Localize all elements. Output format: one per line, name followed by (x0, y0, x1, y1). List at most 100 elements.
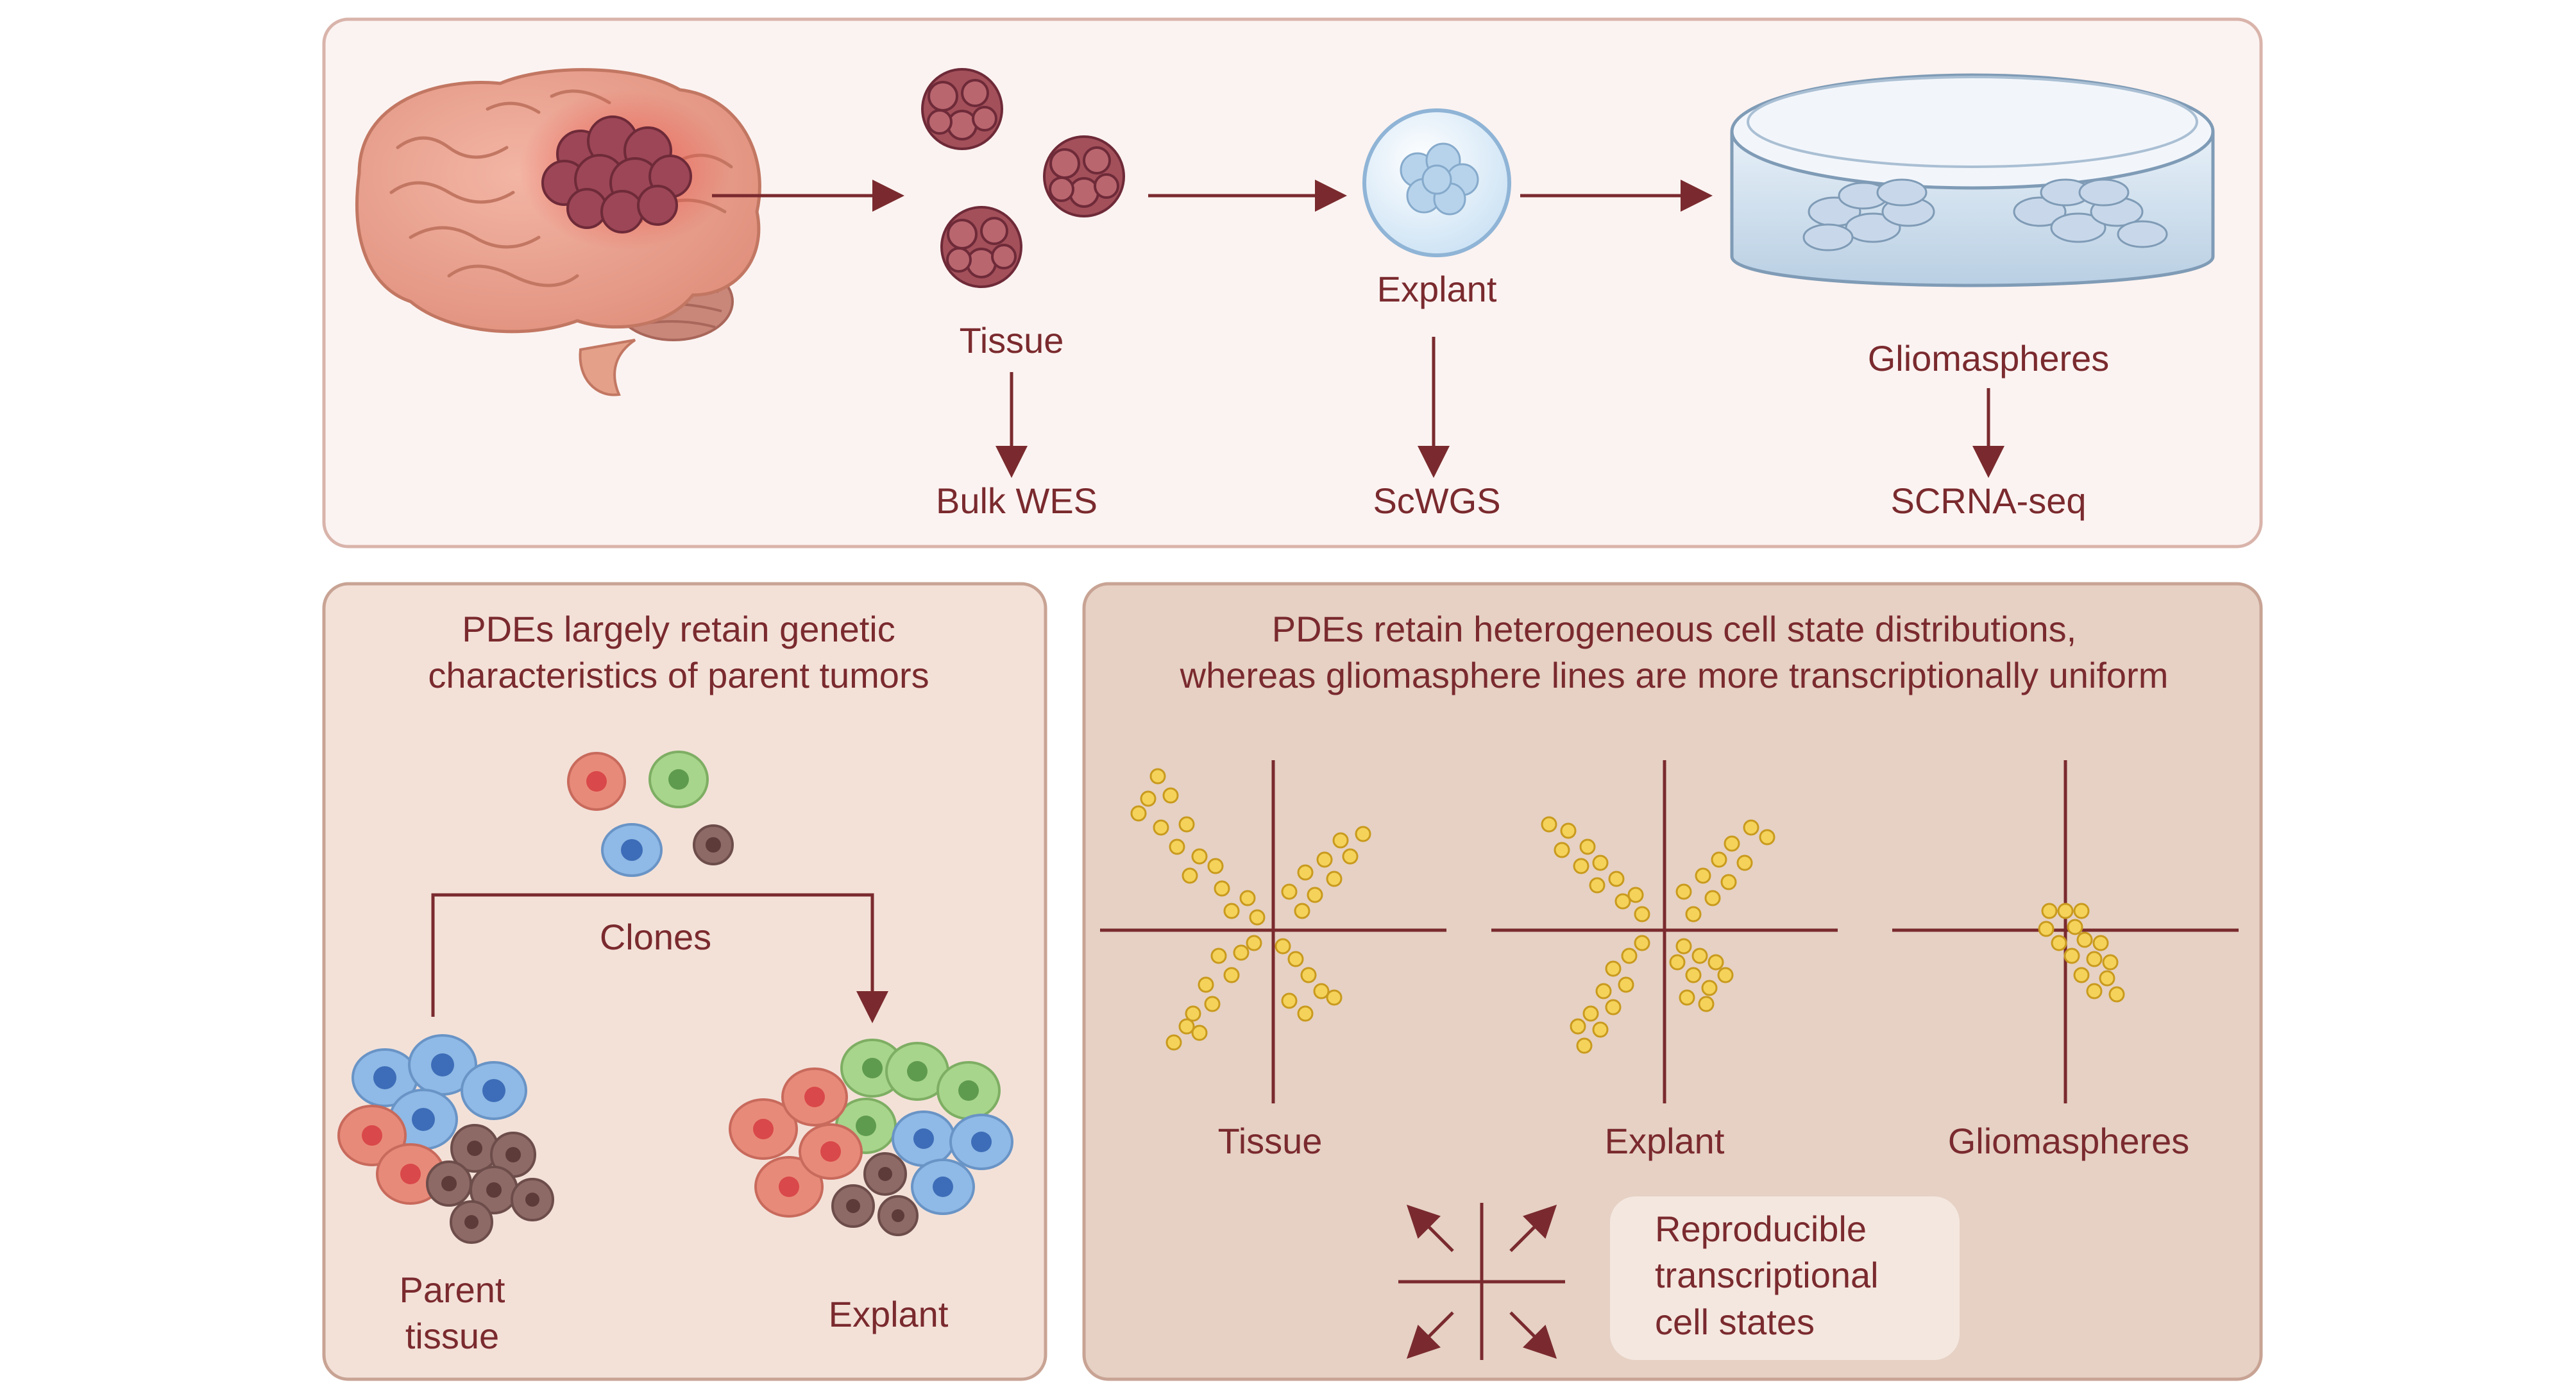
scatter-dot (2099, 970, 2115, 987)
scatter-dot (1326, 871, 1343, 887)
tissue-plot-axes (1100, 760, 1446, 1103)
clones-label: Clones (600, 917, 711, 957)
scatter-dot (2051, 935, 2067, 951)
scatter-dot (1130, 805, 1147, 822)
scatter-dot (1214, 880, 1230, 897)
scatter-dot (1275, 938, 1291, 955)
scatter-dot (1294, 903, 1310, 919)
scatter-dot (1608, 871, 1625, 887)
scatter-dot (1297, 1005, 1314, 1022)
gliomaspheres-plot-dots (2038, 903, 2125, 1003)
scatter-dot (1153, 819, 1169, 836)
scatter-dot (1759, 829, 1775, 846)
scatter-dot (1207, 858, 1224, 874)
scatter-dot (2038, 921, 2055, 937)
scatter-dot (1711, 851, 1727, 868)
scatter-dot (1592, 1021, 1609, 1038)
top-flow-arrows (712, 180, 2004, 478)
explant-plot-axes (1491, 760, 1838, 1103)
brain-icon (355, 68, 761, 396)
scatter-dot (1191, 1024, 1208, 1041)
scatter-dot (1223, 967, 1240, 983)
scatter-dot (2067, 919, 2083, 935)
clones-icon (567, 751, 734, 877)
plot-label-explant: Explant (1605, 1121, 1725, 1161)
cell-state-cross-icon (1398, 1203, 1565, 1360)
scatter-dot (1140, 790, 1157, 807)
scatter-dot (1313, 983, 1330, 999)
scatter-dot (1249, 909, 1266, 926)
scatter-dot (1695, 867, 1711, 884)
reproducible-states-box (1610, 1196, 1960, 1360)
scatter-dot (2086, 983, 2103, 999)
scatter-dot (2108, 986, 2125, 1003)
scatter-dot (1281, 992, 1298, 1009)
scatter-dot (1149, 768, 1166, 785)
scatter-dot (1736, 854, 1753, 871)
gliomaspheres-plot-axes (1892, 760, 2239, 1103)
scatter-dot (1560, 822, 1577, 839)
right-panel-title-line1: PDEs retain heterogeneous cell state dis… (1272, 609, 2076, 649)
scatter-dot (2086, 951, 2103, 967)
scatter-dot (1332, 832, 1349, 849)
scatter-dot (1704, 890, 1721, 906)
plot-label-tissue: Tissue (1218, 1121, 1323, 1161)
scatter-dot (1605, 999, 1622, 1016)
tissue-chunks-icon (921, 68, 1125, 288)
scatter-dot (1204, 996, 1221, 1012)
scatter-dot (1355, 826, 1371, 842)
scatter-dot (1570, 1018, 1586, 1035)
scatter-dot (2076, 931, 2093, 948)
scatter-dot (2073, 967, 2090, 983)
scatter-dot (1701, 980, 1718, 996)
left-panel-title-line1: PDEs largely retain genetic (462, 609, 895, 649)
scatter-dot (1287, 951, 1304, 967)
scatter-dot (1541, 816, 1557, 833)
scatter-dot (1307, 887, 1323, 903)
scatter-dot (1669, 954, 1686, 971)
scatter-dot (1198, 976, 1214, 993)
scatter-dot (1342, 848, 1359, 865)
scatter-dot (1724, 835, 1740, 852)
scatter-dot (1579, 838, 1596, 855)
scatter-dot (1605, 960, 1622, 977)
step-label-explant: Explant (1377, 269, 1497, 309)
scatter-dot (1297, 864, 1314, 881)
scatter-dot (1223, 903, 1240, 919)
scatter-dot (1743, 819, 1759, 836)
assay-label-scrna-seq: SCRNA-seq (1891, 480, 2087, 521)
scatter-dot (1621, 948, 1638, 964)
scatter-dot (1165, 1034, 1182, 1051)
scatter-dot (1573, 858, 1589, 874)
scatter-dot (1300, 967, 1317, 983)
clones-branch-lines (431, 893, 888, 1023)
scatter-dot (1634, 935, 1650, 951)
scatter-dot (1685, 906, 1702, 922)
right-panel (1082, 582, 2263, 1381)
scatter-dot (1246, 935, 1262, 951)
scatter-dot (1618, 976, 1634, 993)
scatter-dot (1554, 842, 1570, 858)
plot-label-gliomaspheres: Gliomaspheres (1948, 1121, 2190, 1161)
scatter-dot (1589, 877, 1606, 894)
scatter-dot (1178, 1018, 1195, 1035)
scatter-dot (1316, 851, 1333, 868)
scatter-dot (2102, 954, 2119, 971)
scatter-dot (1691, 948, 1708, 964)
scatter-dot (1675, 938, 1692, 955)
scatter-dot (1326, 989, 1343, 1006)
petri-dish-icon (1730, 73, 2215, 287)
scatter-dot (1679, 989, 1695, 1006)
reproducible-box-line1: Reproducible (1655, 1209, 1867, 1249)
assay-label-bulk-wes: Bulk WES (936, 480, 1097, 521)
scatter-dot (2073, 903, 2090, 919)
scatter-dot (1614, 893, 1631, 910)
scatter-dot (2041, 903, 2058, 919)
scatter-dot (1233, 944, 1250, 961)
explant-cluster-label: Explant (829, 1294, 949, 1334)
left-panel-title-line2: characteristics of parent tumors (428, 655, 929, 695)
reproducible-box-line3: cell states (1655, 1302, 1815, 1342)
right-panel-title-line2: whereas gliomasphere lines are more tran… (1180, 655, 2169, 695)
parent-tissue-cluster-icon (337, 1034, 554, 1244)
scatter-dot (1281, 883, 1298, 900)
